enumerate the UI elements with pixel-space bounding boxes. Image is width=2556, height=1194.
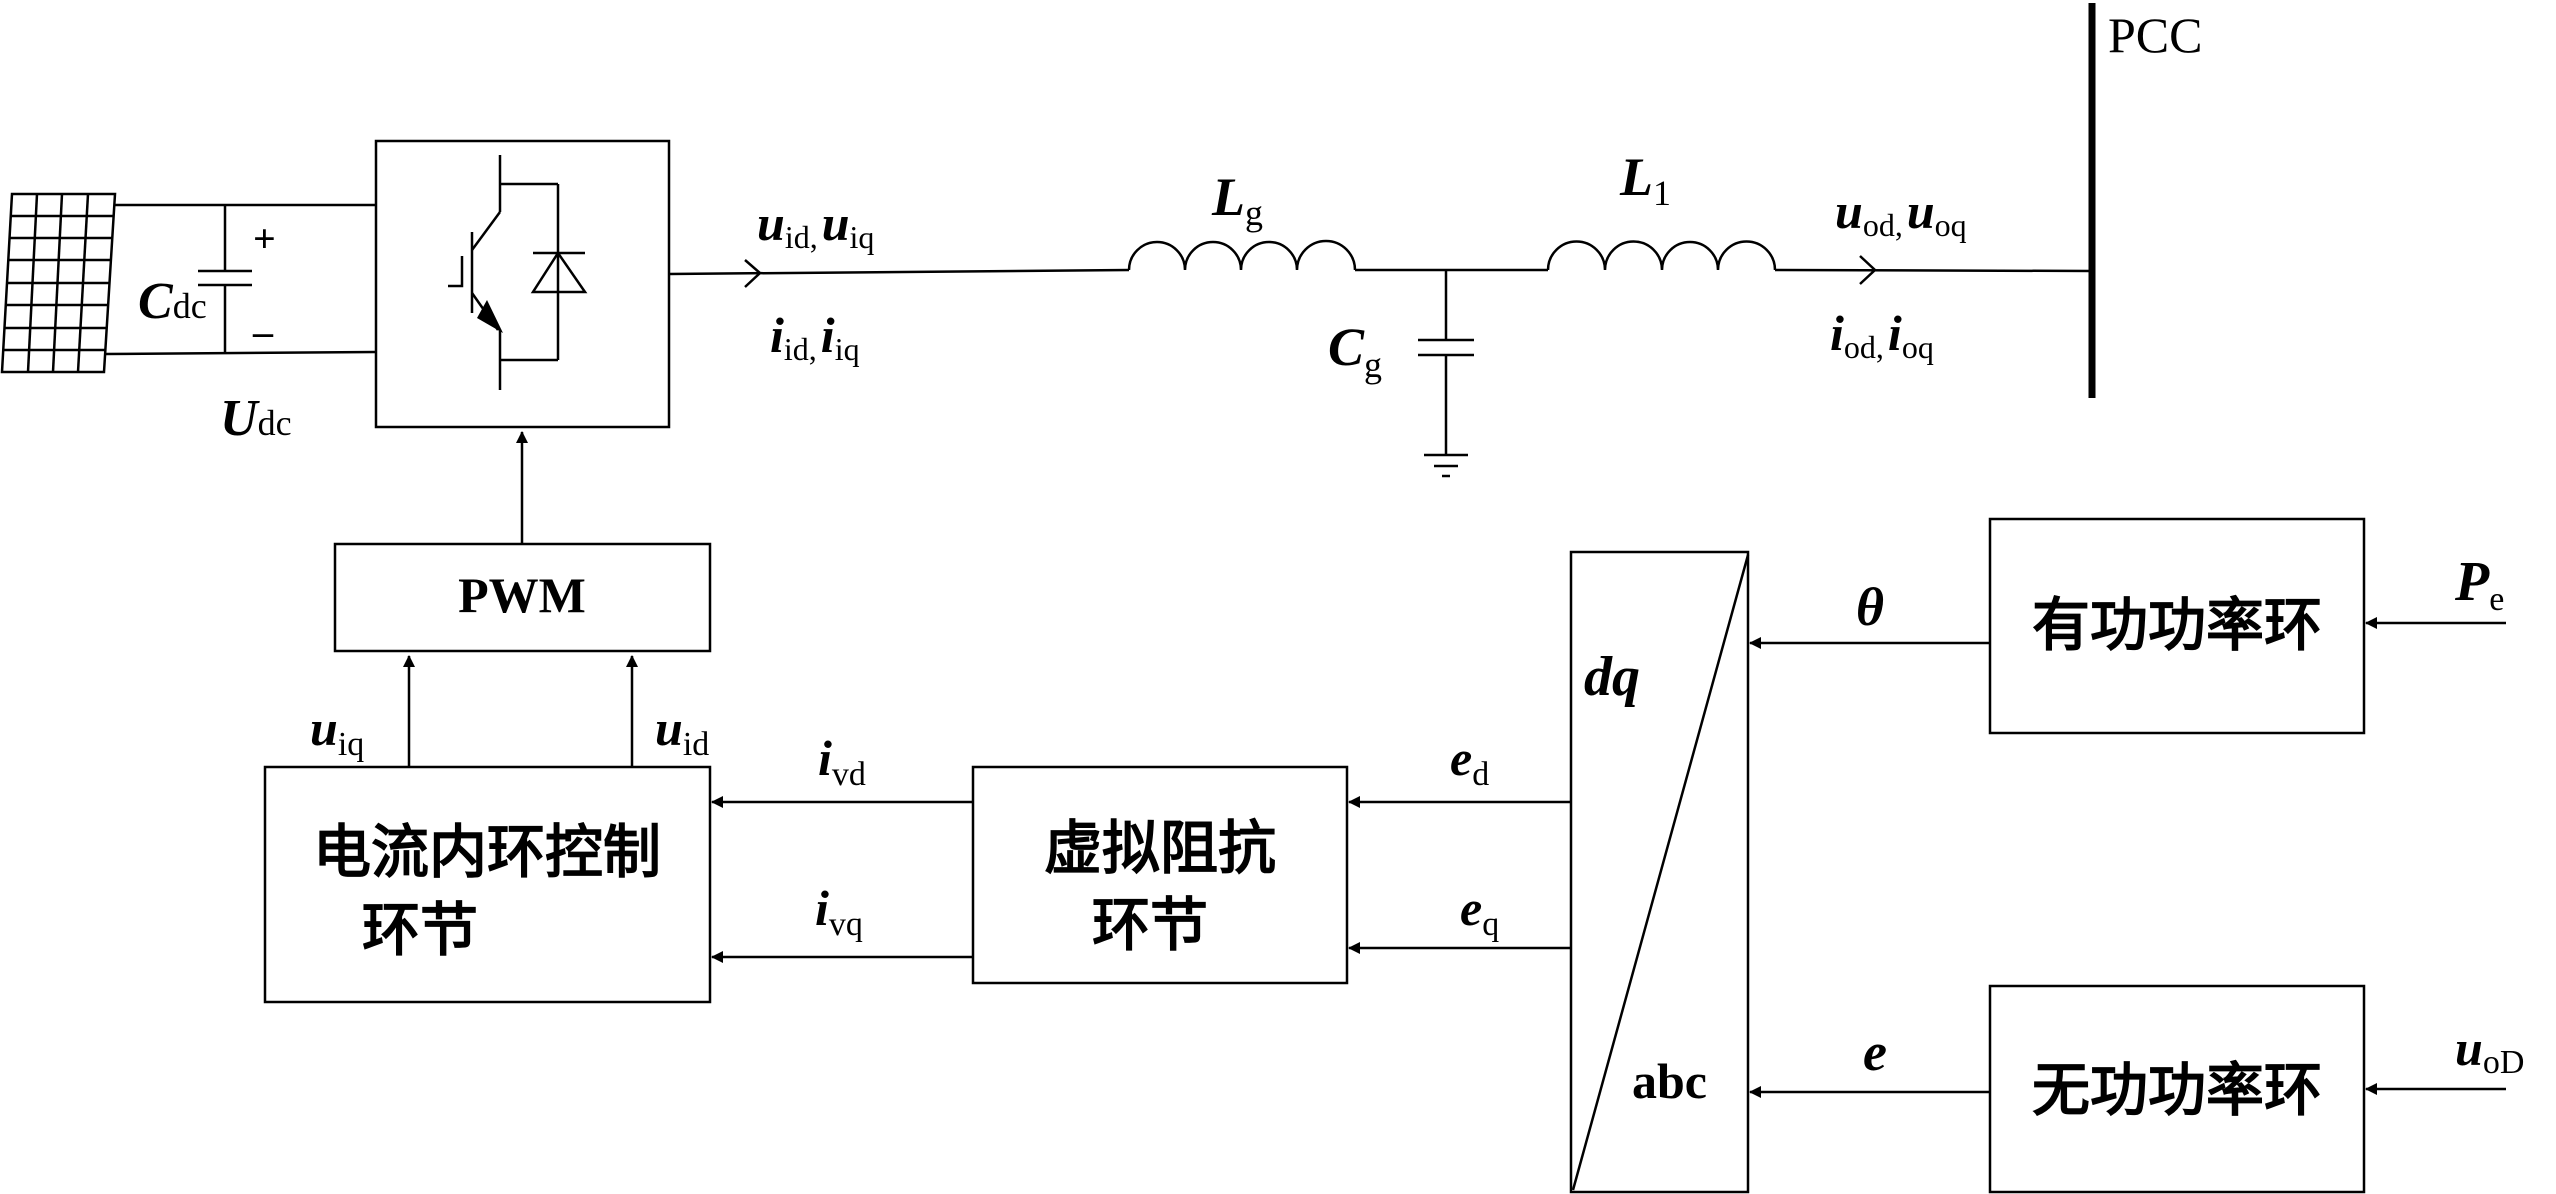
dc-capacitor-icon <box>198 205 252 354</box>
ivq-label: ivq <box>815 880 863 943</box>
uiq-label: uiq <box>310 700 364 763</box>
uid-uiq-label: uid,uiq <box>757 195 874 255</box>
current-loop-block <box>263 765 712 1004</box>
pcc-label: PCC <box>2108 7 2203 63</box>
inverter-block <box>374 139 671 429</box>
virtual-impedance-block <box>971 765 1349 985</box>
dc-negative-wire <box>103 350 377 356</box>
plus-sign: + <box>253 216 276 261</box>
e-label: e <box>1863 1022 1887 1082</box>
lg-inductor-icon <box>1127 239 1357 271</box>
igbt-icon <box>448 155 560 390</box>
cg-label: Cg <box>1328 317 1382 385</box>
pwm-block <box>333 542 712 653</box>
pwm-label: PWM <box>458 567 586 623</box>
reactive-power-loop-block <box>1988 984 2366 1194</box>
pv-panel-icon <box>0 192 117 374</box>
l1-inductor-icon <box>1546 240 1777 271</box>
uod-label: uoD <box>2455 1020 2524 1081</box>
iod-ioq-label: iod,ioq <box>1830 305 1934 365</box>
l1-label: L1 <box>1619 147 1671 213</box>
lg-label: Lg <box>1211 167 1263 233</box>
active-power-loop-label: 有功功率环 <box>2032 591 2322 659</box>
theta-label: θ <box>1856 577 1884 637</box>
virtual-impedance-label-line1: 虚拟阻抗 <box>1044 814 1276 882</box>
output-direction-arrow <box>1859 255 1877 285</box>
uid-label: uid <box>655 700 709 763</box>
minus-sign: – <box>252 309 274 354</box>
ivd-label: ivd <box>818 730 866 793</box>
pe-label: Pe <box>2454 551 2504 618</box>
dq-abc-transform-block <box>1569 550 1750 1194</box>
diode-icon <box>530 250 588 294</box>
cdc-label: Cdc <box>138 273 207 330</box>
ground-icon <box>1424 453 1468 478</box>
dq-label: dq <box>1584 646 1640 708</box>
udc-label: Udc <box>220 390 292 447</box>
reactive-power-loop-label: 无功功率环 <box>2032 1056 2322 1124</box>
abc-label: abc <box>1632 1053 1707 1109</box>
eq-label: eq <box>1460 880 1499 943</box>
uod-uoq-label: uod,uoq <box>1835 183 1967 243</box>
iid-iiq-label: iid,iiq <box>770 307 860 367</box>
current-loop-label-line1: 电流内环控制 <box>313 818 661 886</box>
cg-capacitor-icon <box>1418 270 1474 455</box>
active-power-loop-block <box>1988 517 2366 735</box>
virtual-impedance-label-line2: 环节 <box>1092 891 1208 959</box>
current-loop-label-line2: 环节 <box>362 896 478 964</box>
ed-label: ed <box>1450 730 1489 793</box>
current-direction-arrow <box>744 259 762 288</box>
ac-wire-pcc <box>1774 268 2093 273</box>
ac-wire-inverter <box>668 268 1130 276</box>
